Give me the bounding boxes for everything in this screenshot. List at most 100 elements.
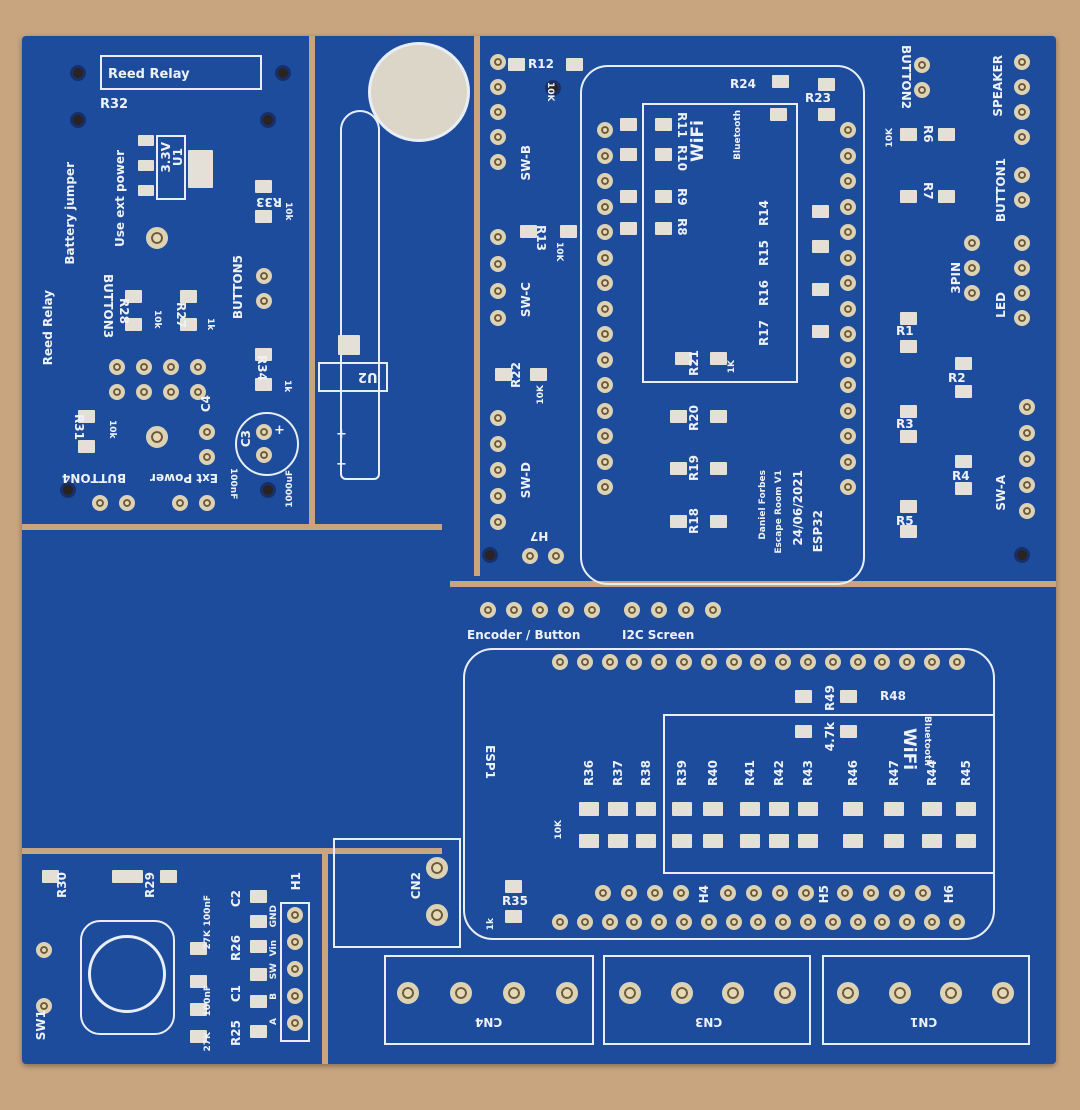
pin-hole [874,914,891,930]
smd-pad [620,222,637,235]
pin-hole [522,548,538,564]
pin-hole [800,654,816,670]
smd-pad [112,870,129,883]
label: SW-D [519,462,533,499]
label: 10K [545,82,555,102]
pin-hole [750,914,767,930]
pin-hole [92,495,108,511]
smd-pad [505,880,522,893]
smd-pad [798,802,818,816]
label: R15 [757,240,771,266]
pin-hole [651,654,668,670]
pin-hole [190,384,206,400]
pin-hole [584,602,600,618]
pin-hole [490,488,506,504]
smd-pad [818,108,835,121]
pin-hole [940,982,962,1004]
pin-hole [490,79,506,95]
label: CN4 [475,1015,503,1029]
label: R2 [948,371,966,385]
label: R34 [255,355,269,381]
label: R23 [805,91,831,105]
routing-slot [322,854,328,1064]
smd-pad [900,500,917,513]
smd-pad [579,802,599,816]
label: BUTTON1 [994,158,1008,223]
smd-pad [566,58,583,71]
label: BUTTON3 [101,274,115,339]
label: Encoder / Button [467,628,581,642]
pin-hole [287,907,303,923]
pin-hole [490,154,506,170]
pin-hole [840,326,856,342]
label: 10K [554,820,564,840]
smd-pad [703,802,723,816]
smd-pad [900,405,917,418]
smd-pad [900,340,917,353]
u2-outline [318,362,388,392]
label: H5 [817,885,831,904]
label: Reed Relay [41,290,55,366]
resistor-label: R45 [959,760,973,786]
pin-hole [426,857,448,879]
pin-hole [725,654,742,670]
pin-hole [1014,54,1030,70]
label: BUTTON4 [62,471,127,485]
resistor-label: R41 [743,760,757,786]
label: R18 [687,508,701,534]
label: ESP32 [811,510,825,553]
pin-hole [914,57,930,73]
smd-pad [670,410,687,423]
smd-pad [42,870,59,883]
smd-pad [636,834,656,848]
smd-pad [655,148,672,161]
label: + [274,423,285,438]
label: WiFi [899,728,919,771]
pin-hole [840,402,856,419]
pin-hole [651,602,667,618]
routing-slot [22,848,442,854]
smd-pad [884,802,904,816]
smd-pad [740,834,760,848]
pin-hole [556,982,578,1004]
label: CN2 [409,872,423,900]
label: 1k [205,318,215,331]
smd-pad [138,135,154,146]
smd-pad [795,690,812,703]
smd-pad [255,180,272,193]
pin-hole [750,654,767,670]
label: SW [269,963,279,980]
smd-pad [190,1003,207,1016]
label: 100nF [203,895,213,927]
mounting-hole [260,112,276,128]
resistor-label: R40 [706,760,720,786]
pin-hole [597,326,613,342]
pin-hole [548,548,564,564]
label: 10k [107,420,117,439]
pin-hole [597,249,613,266]
pin-hole [597,428,613,444]
resistor-label: R47 [887,760,901,786]
label: I2C Screen [622,628,695,642]
smd-pad [160,870,177,883]
resistor-label: R44 [925,760,939,786]
pin-hole [849,654,866,670]
smd-pad [955,385,972,398]
pin-hole [595,885,611,901]
smd-pad [900,525,917,538]
smd-pad [138,185,154,196]
smd-pad [956,802,976,816]
label: R7 [921,182,935,200]
pin-hole [480,602,496,618]
pin-hole [964,260,980,276]
pin-hole [576,914,593,930]
smd-pad [190,1030,207,1043]
label: R12 [528,57,554,71]
pin-hole [199,449,215,465]
label: R49 [823,685,837,711]
pin-hole [1019,399,1035,415]
resistor-label: R46 [846,760,860,786]
label: R22 [509,362,523,388]
label: C3 [239,430,253,448]
cn3-outline [603,955,811,1045]
